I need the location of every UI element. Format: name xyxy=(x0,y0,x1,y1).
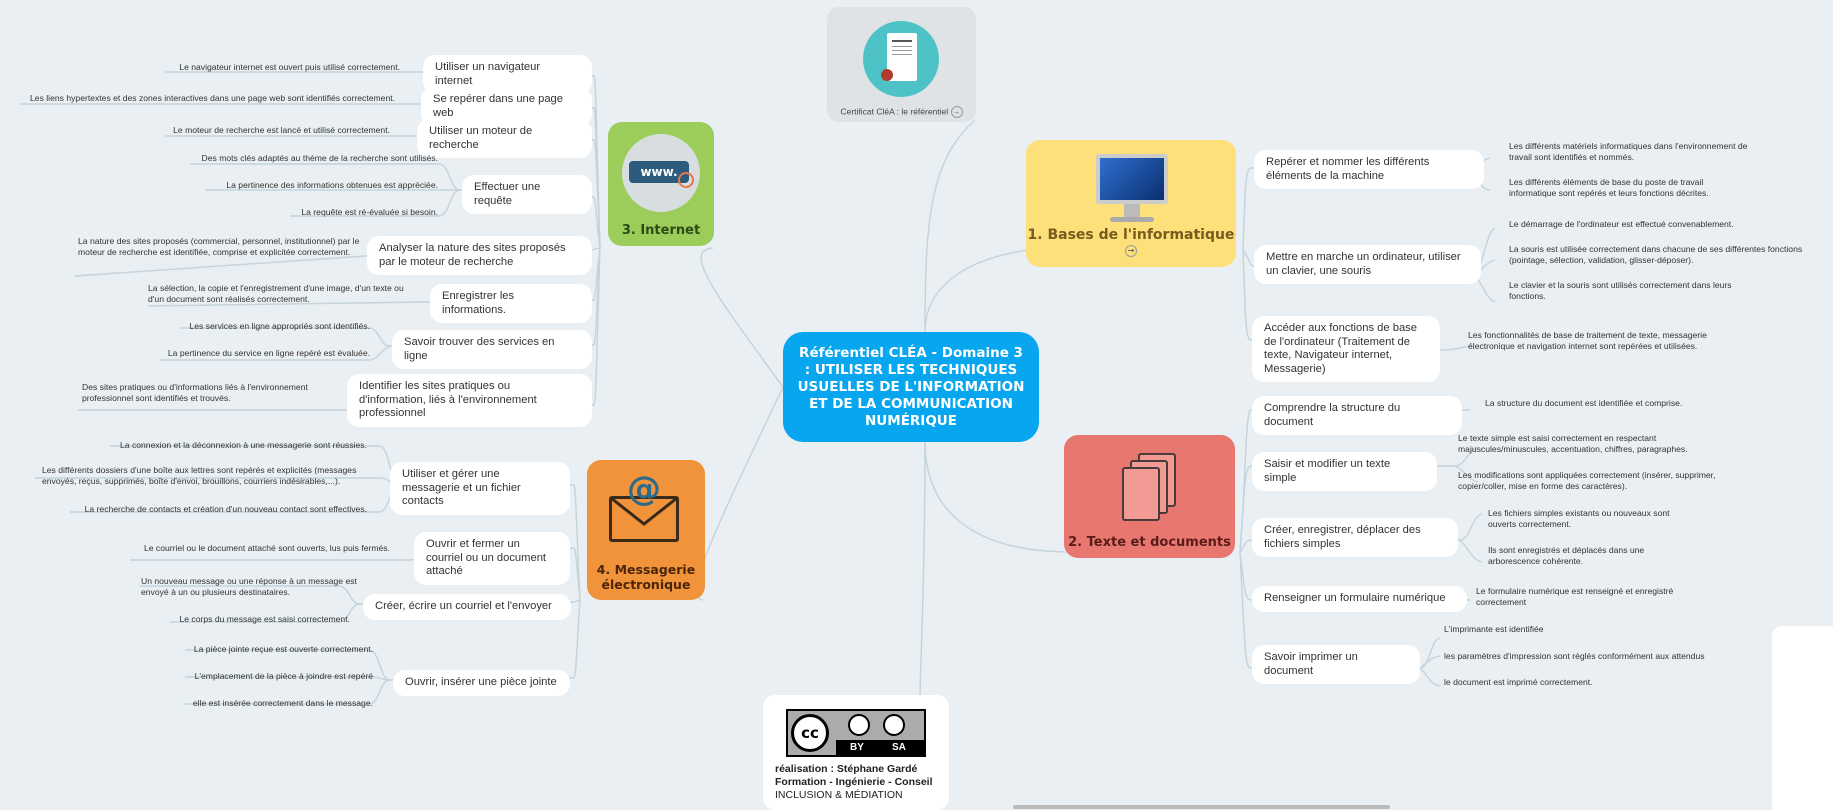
leaf-messagerie-2-1: Le courriel ou le document attaché sont … xyxy=(143,543,390,553)
leaf-texte-2-2: Les modifications sont appliquées correc… xyxy=(1458,470,1716,491)
cc-license-badge: cc BY SA xyxy=(786,709,926,757)
leaf-messagerie-3-2: Le corps du message est saisi correcteme… xyxy=(179,614,350,624)
leaf-bases-2-2: La souris est utilisée correctement dans… xyxy=(1509,244,1803,265)
credits-line-1: réalisation : Stéphane Gardé xyxy=(775,763,918,775)
leaf-messagerie-1-3: La recherche de contacts et création d'u… xyxy=(84,504,367,514)
leaf-bases-2-3: Le clavier et la souris sont utilisés co… xyxy=(1509,280,1732,301)
leaf-messagerie-4-2: L'emplacement de la pièce à joindre est … xyxy=(194,671,373,681)
leaf-internet-1-1: Le navigateur internet est ouvert puis u… xyxy=(179,62,400,72)
leaf-internet-2-1: Les liens hypertextes et des zones inter… xyxy=(30,93,395,103)
topic-messagerie[interactable]: @ 4. Messagerie électronique xyxy=(587,460,705,600)
leaf-texte-1-1: La structure du document est identifiée … xyxy=(1485,398,1683,408)
subtopic-imprimer[interactable]: Savoir imprimer un document xyxy=(1252,645,1420,684)
leaf-internet-7-1: Les services en ligne appropriés sont id… xyxy=(189,321,370,331)
sa-icon xyxy=(883,714,905,736)
credits-line-2: Formation - Ingénierie - Conseil xyxy=(775,776,933,788)
certificate-card[interactable]: Certificat CléA : le référentiel → xyxy=(827,7,976,122)
leaf-texte-4-1: Le formulaire numérique est renseigné et… xyxy=(1476,586,1674,607)
leaf-internet-5-1: La nature des sites proposés (commercial… xyxy=(78,236,360,257)
at-envelope-icon: @ xyxy=(609,472,683,546)
central-topic-label: Référentiel CLÉA - Domaine 3 : UTILISER … xyxy=(797,344,1025,429)
leaf-texte-3-1: Les fichiers simples existants ou nouvea… xyxy=(1488,508,1670,529)
leaf-bases-1-2: Les différents éléments de base du poste… xyxy=(1509,177,1709,198)
topic-bases-label: 1. Bases de l'informatique xyxy=(1027,227,1235,243)
subtopic-comprendre-structure[interactable]: Comprendre la structure du document xyxy=(1252,396,1462,435)
leaf-internet-4-3: La requête est ré-évaluée si besoin. xyxy=(301,207,438,217)
certificate-icon xyxy=(863,21,939,97)
subtopic-mettre-en-marche[interactable]: Mettre en marche un ordinateur, utiliser… xyxy=(1254,245,1481,284)
by-icon xyxy=(848,714,870,736)
leaf-bases-2-1: Le démarrage de l'ordinateur est effectu… xyxy=(1509,219,1734,229)
link-arrow-icon[interactable]: → xyxy=(1125,245,1137,257)
leaf-texte-5-3: le document est imprimé correctement. xyxy=(1444,677,1593,687)
topic-texte-documents[interactable]: 2. Texte et documents xyxy=(1064,435,1235,558)
subtopic-analyser-sites[interactable]: Analyser la nature des sites proposés pa… xyxy=(367,236,592,275)
leaf-messagerie-1-1: La connexion et la déconnexion à une mes… xyxy=(120,440,367,450)
central-topic[interactable]: Référentiel CLÉA - Domaine 3 : UTILISER … xyxy=(783,332,1039,442)
cc-by-label: BY xyxy=(850,742,864,753)
leaf-internet-8-1: Des sites pratiques ou d'informations li… xyxy=(82,382,308,403)
subtopic-enregistrer-infos[interactable]: Enregistrer les informations. xyxy=(430,284,592,323)
leaf-texte-3-2: Ils sont enregistrés et déplacés dans un… xyxy=(1488,545,1645,566)
www-icon: www. xyxy=(622,134,700,212)
subtopic-sites-pratiques[interactable]: Identifier les sites pratiques ou d'info… xyxy=(347,374,592,427)
subtopic-gerer-messagerie[interactable]: Utiliser et gérer une messagerie et un f… xyxy=(390,462,570,515)
credits-card: cc BY SA réalisation : Stéphane Gardé Fo… xyxy=(763,695,949,810)
subtopic-acceder-fonctions[interactable]: Accéder aux fonctions de base de l'ordin… xyxy=(1252,316,1440,382)
certificate-label: Certificat CléA : le référentiel xyxy=(840,106,949,117)
documents-icon xyxy=(1118,453,1178,523)
subtopic-piece-jointe[interactable]: Ouvrir, insérer une pièce jointe xyxy=(393,670,570,696)
subtopic-reperer-elements[interactable]: Repérer et nommer les différents élément… xyxy=(1254,150,1484,189)
credits-line-3: INCLUSION & MÉDIATION xyxy=(775,789,903,801)
subtopic-effectuer-requete[interactable]: Effectuer une requête xyxy=(462,175,592,214)
monitor-icon xyxy=(1092,154,1172,230)
subtopic-renseigner-formulaire[interactable]: Renseigner un formulaire numérique xyxy=(1252,586,1467,612)
leaf-messagerie-4-3: elle est insérée correctement dans le me… xyxy=(192,698,373,708)
leaf-bases-1-1: Les différents matériels informatiques d… xyxy=(1509,141,1748,162)
subtopic-moteur-recherche[interactable]: Utiliser un moteur de recherche xyxy=(417,119,592,158)
horizontal-scrollbar[interactable] xyxy=(1013,805,1390,809)
side-panel xyxy=(1772,626,1833,810)
leaf-internet-7-2: La pertinence du service en ligne repéré… xyxy=(167,348,370,358)
topic-internet-label: 3. Internet xyxy=(621,223,701,238)
subtopic-creer-courriel[interactable]: Créer, écrire un courriel et l'envoyer xyxy=(363,594,571,620)
leaf-messagerie-4-1: La pièce jointe reçue est ouverte correc… xyxy=(193,644,373,654)
subtopic-services-en-ligne[interactable]: Savoir trouver des services en ligne xyxy=(392,330,592,369)
subtopic-creer-fichiers[interactable]: Créer, enregistrer, déplacer des fichier… xyxy=(1252,518,1458,557)
subtopic-ouvrir-fermer-courriel[interactable]: Ouvrir et fermer un courriel ou un docum… xyxy=(414,532,570,585)
leaf-internet-4-2: La pertinence des informations obtenues … xyxy=(226,180,438,190)
topic-internet[interactable]: www. 3. Internet xyxy=(608,122,714,246)
topic-bases-informatique[interactable]: 1. Bases de l'informatique → xyxy=(1026,140,1236,267)
leaf-messagerie-3-1: Un nouveau message ou une réponse à un m… xyxy=(141,576,357,597)
leaf-internet-6-1: La sélection, la copie et l'enregistreme… xyxy=(148,283,404,304)
leaf-texte-5-1: L'imprimante est identifiée xyxy=(1444,624,1544,634)
link-arrow-icon[interactable]: → xyxy=(950,106,963,118)
cc-icon: cc xyxy=(791,714,829,752)
topic-texte-label: 2. Texte et documents xyxy=(1068,535,1231,550)
leaf-bases-3-1: Les fonctionnalités de base de traitemen… xyxy=(1468,330,1707,351)
topic-messagerie-label: 4. Messagerie électronique xyxy=(596,562,696,592)
cc-sa-label: SA xyxy=(892,742,906,753)
subtopic-saisir-modifier[interactable]: Saisir et modifier un texte simple xyxy=(1252,452,1437,491)
leaf-texte-5-2: les paramètres d'impression sont réglés … xyxy=(1444,651,1705,661)
leaf-internet-4-1: Des mots clés adaptés au thème de la rec… xyxy=(201,153,438,163)
leaf-messagerie-1-2: Les différents dossiers d'une boîte aux … xyxy=(42,465,357,486)
leaf-internet-3-1: Le moteur de recherche est lancé et util… xyxy=(173,125,390,135)
leaf-texte-2-1: Le texte simple est saisi correctement e… xyxy=(1458,433,1688,454)
